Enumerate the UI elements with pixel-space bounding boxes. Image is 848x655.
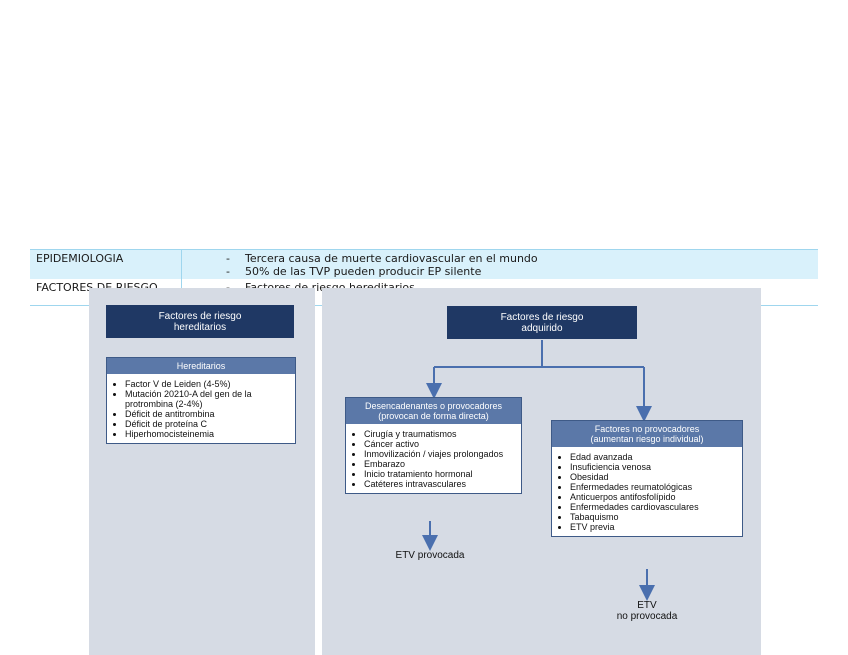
provoking-header: Desencadenantes o provocadores (provocan… <box>346 398 521 424</box>
list-item: -50% de las TVP pueden producir EP silen… <box>226 265 482 278</box>
hereditary-title: Factores de riesgo hereditarios <box>106 305 294 338</box>
list-item: Mutación 20210-A del gen de la protrombi… <box>125 389 291 409</box>
list-item: Obesidad <box>570 472 738 482</box>
flow-connectors <box>422 340 655 601</box>
list-item: Embarazo <box>364 459 517 469</box>
hereditary-box-header: Hereditarios <box>107 358 295 374</box>
non-provoking-box: Factores no provocadores (aumentan riesg… <box>551 420 743 537</box>
list-item: Catéteres intravasculares <box>364 479 517 489</box>
list-item: Factor V de Leiden (4-5%) <box>125 379 291 389</box>
hereditary-panel: Factores de riesgo hereditarios Heredita… <box>89 288 315 655</box>
row-label: EPIDEMIOLOGIA <box>30 250 182 279</box>
hereditary-list: Factor V de Leiden (4-5%) Mutación 20210… <box>107 374 295 443</box>
hereditary-box: Hereditarios Factor V de Leiden (4-5%) M… <box>106 357 296 444</box>
list-item: Tabaquismo <box>570 512 738 522</box>
acquired-panel: Factores de riesgo adquirido Desencadena… <box>322 288 761 655</box>
list-item: -Tercera causa de muerte cardiovascular … <box>226 252 538 265</box>
risk-factors-figure: Factores de riesgo hereditarios Heredita… <box>89 288 761 655</box>
table-row-epidemiologia: EPIDEMIOLOGIA -Tercera causa de muerte c… <box>30 249 818 279</box>
list-item: Insuficiencia venosa <box>570 462 738 472</box>
etv-no-provocada-label: ETV no provocada <box>616 600 678 622</box>
list-item: Inicio tratamiento hormonal <box>364 469 517 479</box>
non-provoking-list: Edad avanzada Insuficiencia venosa Obesi… <box>552 447 742 536</box>
list-item: ETV previa <box>570 522 738 532</box>
acquired-title: Factores de riesgo adquirido <box>447 306 637 339</box>
list-item: Enfermedades cardiovasculares <box>570 502 738 512</box>
list-item: Déficit de antitrombina <box>125 409 291 419</box>
provoking-box: Desencadenantes o provocadores (provocan… <box>345 397 522 494</box>
list-item: Inmovilización / viajes prolongados <box>364 449 517 459</box>
list-item: Déficit de proteína C <box>125 419 291 429</box>
etv-provocada-label: ETV provocada <box>395 550 465 561</box>
list-item: Anticuerpos antifosfolípido <box>570 492 738 502</box>
non-provoking-header: Factores no provocadores (aumentan riesg… <box>552 421 742 447</box>
row-content: -Tercera causa de muerte cardiovascular … <box>182 250 538 279</box>
list-item: Cáncer activo <box>364 439 517 449</box>
list-item: Cirugía y traumatismos <box>364 429 517 439</box>
list-item: Hiperhomocisteinemia <box>125 429 291 439</box>
list-item: Edad avanzada <box>570 452 738 462</box>
provoking-list: Cirugía y traumatismos Cáncer activo Inm… <box>346 424 521 493</box>
list-item: Enfermedades reumatológicas <box>570 482 738 492</box>
